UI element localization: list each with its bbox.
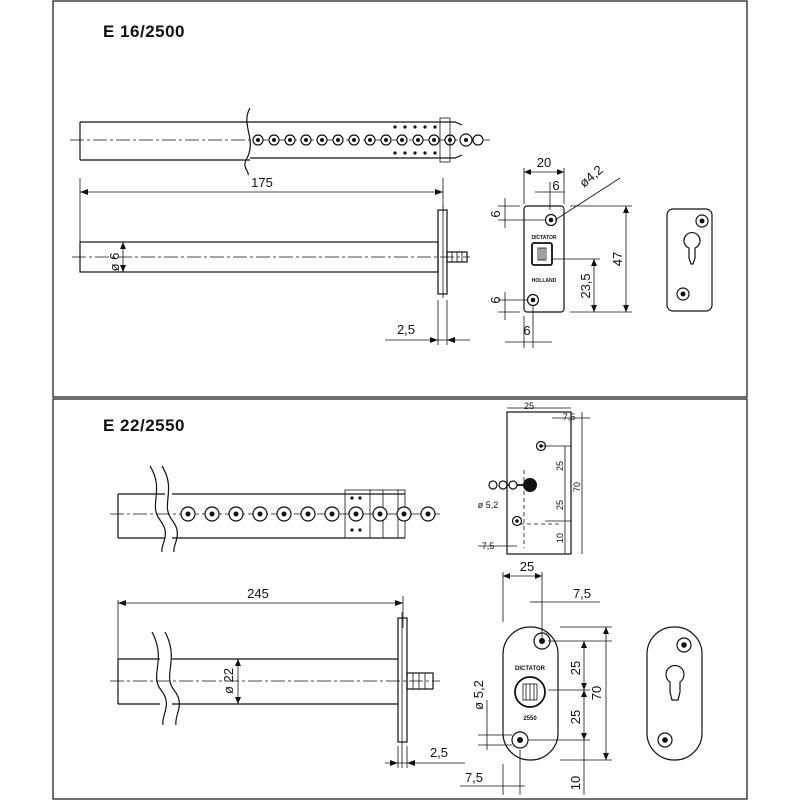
dim-plate-bottom: 10: [568, 776, 583, 790]
panel-title: E 16/2500: [103, 22, 185, 41]
dim-side-diameter: ø 5,2: [478, 500, 499, 510]
dim-center-height: 23,5: [578, 273, 593, 298]
panel-e22: E 22/2550: [103, 401, 703, 795]
dim-plate-height: 70: [589, 686, 604, 700]
dim-bottom-offset: 6: [488, 296, 503, 303]
side-view: 175 ø 6 2,5: [72, 175, 470, 345]
engraving-bottom: HOLLAND: [532, 278, 557, 284]
dim-side-offset: 7,5: [563, 412, 576, 422]
dim-side-height: 70: [572, 482, 582, 492]
dim-diameter: ø 6: [107, 253, 122, 272]
panel-e16: E 16/2500: [70, 22, 713, 348]
dim-plate-width: 20: [537, 155, 551, 170]
dim-hole-offset: 6: [552, 178, 559, 193]
dim-plate-left: 7,5: [465, 770, 483, 785]
open-view: [70, 107, 490, 176]
panel-frame-bottom: [52, 398, 748, 800]
dim-side-width: 25: [524, 401, 534, 411]
panel-frame-top: [52, 0, 748, 398]
dim-top-offset: 6: [488, 210, 503, 217]
rear-plate: [666, 208, 713, 312]
dim-side-pitch-bottom: 25: [555, 500, 565, 510]
dim-plate-pitch-top: 25: [568, 661, 583, 675]
engraving-top: DICTATOR: [532, 235, 557, 241]
dim-length: 175: [251, 175, 273, 190]
engraving-bottom: 2550: [523, 716, 537, 722]
dim-side-bottom: 10: [555, 533, 565, 543]
chain-links: [252, 117, 484, 163]
chain-links: [180, 496, 436, 532]
panel-title: E 22/2550: [103, 416, 185, 435]
dim-hole-diameter: ø4,2: [576, 162, 606, 190]
dim-flange: 2,5: [430, 745, 448, 760]
dim-plate-height: 47: [610, 252, 625, 266]
dim-length: 245: [247, 586, 269, 601]
rear-plate: [646, 626, 703, 761]
dim-side-left: 7,5: [482, 541, 495, 551]
dim-flange: 2,5: [397, 322, 415, 337]
dim-plate-offset: 7,5: [573, 586, 591, 601]
dim-plate-diameter: ø 5,2: [471, 680, 486, 710]
front-plate: 25 7,5 DICTATOR 2550 25 25 1: [460, 559, 612, 795]
side-plate: 25 7,5 25 25 10 70 7,5 ø 5,2: [478, 401, 590, 555]
dim-plate-width: 25: [520, 559, 534, 574]
front-plate: 20 6 ø4,2 DICTATOR HOLLAND 6 6: [488, 155, 632, 348]
dim-diameter: ø 22: [221, 668, 236, 694]
engraving-top: DICTATOR: [515, 666, 546, 672]
dim-side-pitch-top: 25: [555, 461, 565, 471]
dim-plate-pitch-bottom: 25: [568, 710, 583, 724]
open-view: [110, 465, 440, 553]
dim-bottom-width: 6: [523, 323, 530, 338]
side-view: 245 ø 22 2,5: [110, 586, 465, 768]
